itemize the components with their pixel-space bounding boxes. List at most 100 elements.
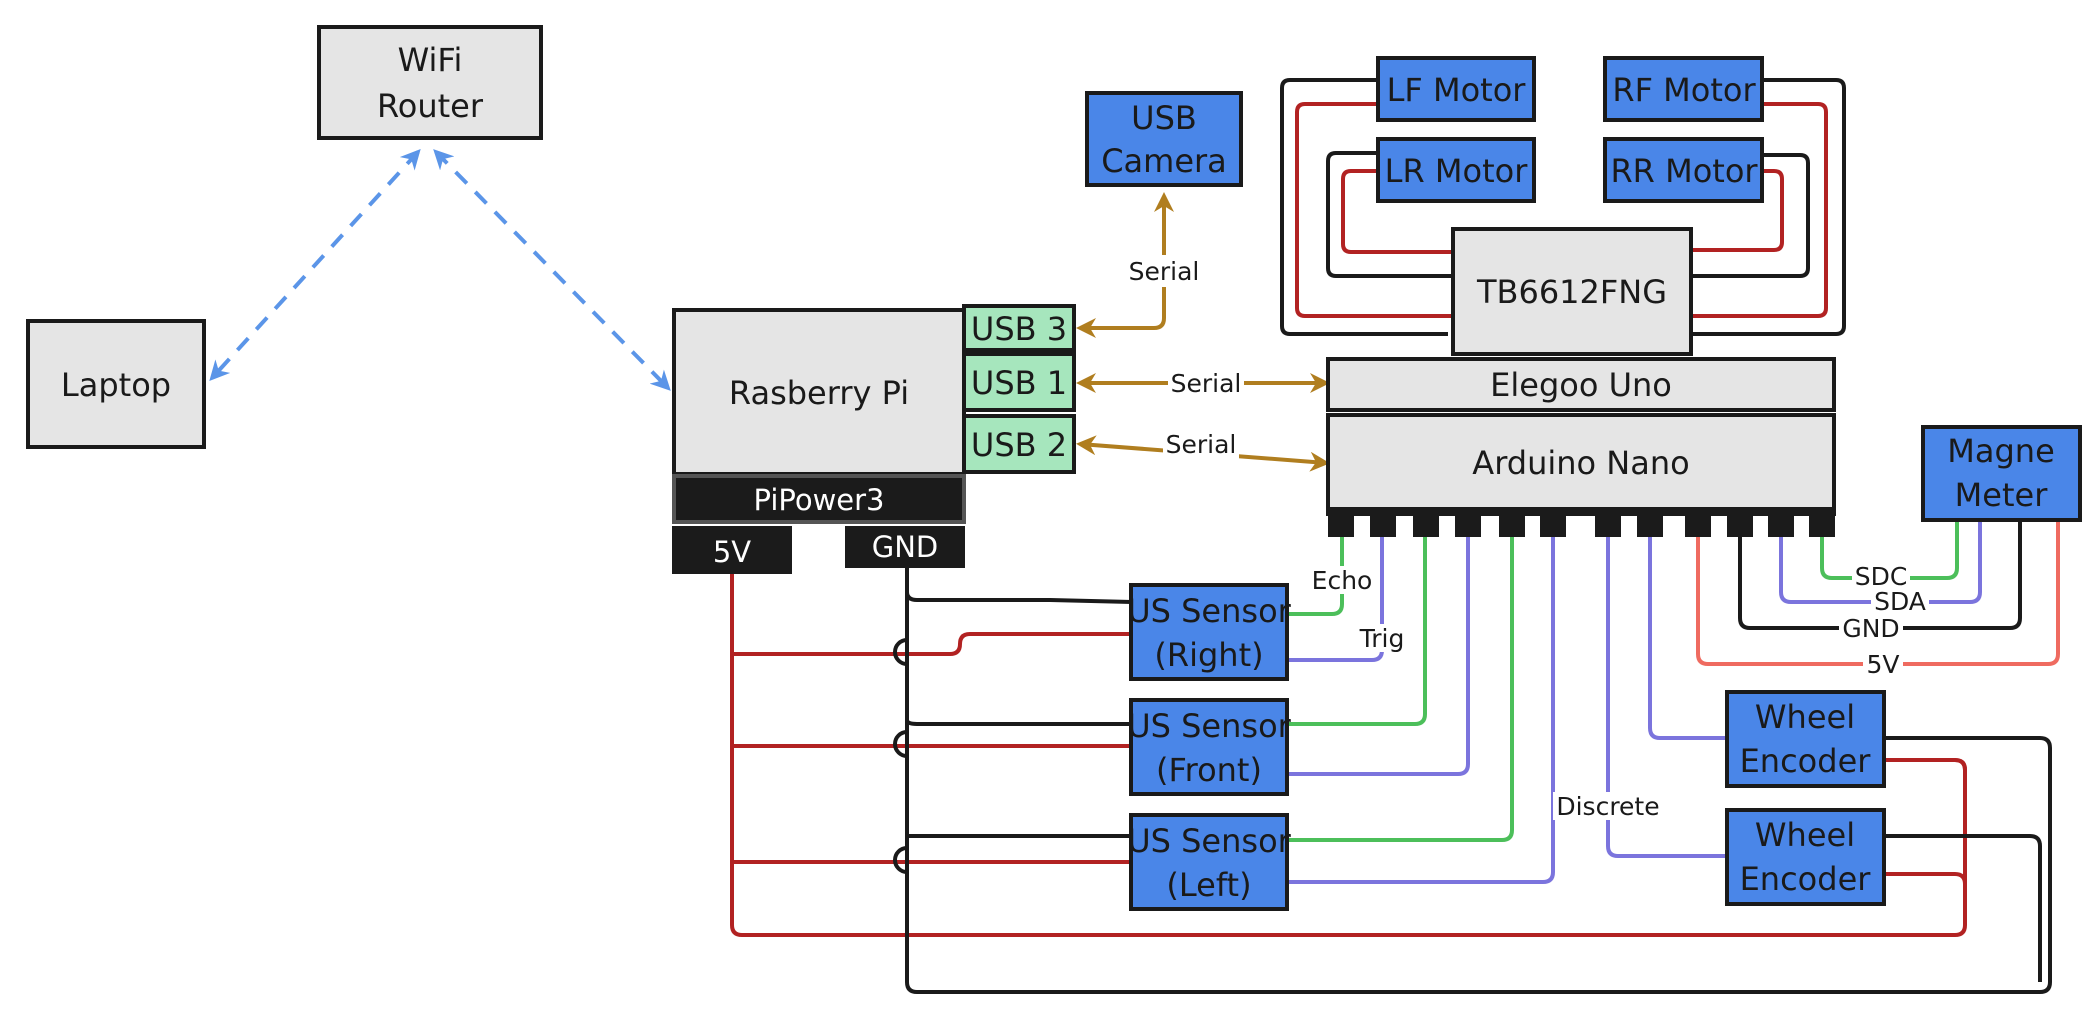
echo-left [1288, 535, 1514, 842]
us-right-label-line1: US Sensor [1127, 592, 1291, 630]
trig-left [1288, 535, 1555, 884]
usb2-port [962, 414, 1076, 474]
echo-label: Echo [1312, 566, 1373, 595]
5v-encoder-top [1880, 758, 1967, 925]
laptop-label: Laptop [61, 366, 171, 404]
edge-labels: Serial Serial Serial Echo Trig Discrete … [1126, 255, 1929, 821]
usb-camera-label-line2: Camera [1101, 142, 1227, 180]
elegoo-uno-label: Elegoo Uno [1490, 366, 1672, 404]
gnd-encoder-bottom [1880, 834, 2042, 982]
5v-encoder-bottom [1880, 872, 1967, 885]
rr-motor-red-wire [1692, 169, 1784, 252]
elegoo-uno-node: Elegoo Uno [1326, 357, 1836, 412]
rf-motor-black-wire [1692, 78, 1846, 336]
us-right-label-line2: (Right) [1154, 636, 1263, 674]
rf-motor-label: RF Motor [1612, 71, 1756, 109]
discrete-label: Discrete [1556, 792, 1659, 821]
sda-label: SDA [1874, 587, 1926, 616]
lf-motor-black-wire [1280, 78, 1448, 336]
gnd-label: GND [1842, 614, 1899, 643]
usb2-label: USB 2 [971, 426, 1067, 464]
5v-label: 5V [1866, 650, 1899, 679]
serial-links [1076, 192, 1330, 472]
wheel-encoder-2-box [1725, 808, 1886, 906]
us-left-box [1129, 813, 1289, 911]
us-front-label-line2: (Front) [1156, 751, 1262, 789]
5v-us-right [732, 632, 1132, 656]
pin-5v-label: 5V [713, 535, 751, 569]
wifi-links [209, 149, 671, 391]
arduino-nano-node: Arduino Nano [1326, 413, 1836, 537]
us-left-label-line2: (Left) [1166, 866, 1251, 904]
gnd-to-us-right [905, 591, 1133, 604]
wifi-router-node: WiFi Router [317, 25, 543, 140]
lf-motor-red-wire [1295, 102, 1455, 318]
pipower-label: PiPower3 [753, 483, 884, 517]
encoder-top-signal [1648, 535, 1726, 740]
rr-motor-box [1603, 137, 1764, 203]
usb1-port [962, 352, 1076, 412]
usb1-serial-label: Serial [1171, 369, 1242, 398]
pipower-node: PiPower3 5V GND [672, 474, 966, 574]
motor-driver-label: TB6612FNG [1476, 273, 1667, 311]
raspberry-pi-node: Rasberry Pi [672, 308, 966, 476]
echo-front [1288, 535, 1427, 726]
lf-motor-box [1376, 56, 1536, 122]
us-front-label-line1: US Sensor [1127, 707, 1291, 745]
rr-motor-black-wire [1692, 153, 1810, 278]
pin-gnd-label: GND [872, 530, 939, 564]
us-front-box [1129, 698, 1289, 796]
motor-driver-node: TB6612FNG [1451, 227, 1693, 356]
usb-camera-label-line1: USB [1131, 99, 1197, 137]
router-pi-link [433, 149, 671, 391]
arduino-nano-label: Arduino Nano [1472, 444, 1689, 482]
encoder-bottom-signal [1606, 535, 1726, 858]
wire-hops [893, 638, 908, 874]
trig-front [1288, 535, 1470, 776]
wheel-encoder-2-label-line2: Encoder [1740, 860, 1872, 898]
rr-motor-label: RR Motor [1610, 152, 1758, 190]
wifi-router-label-line2: Router [377, 87, 484, 125]
magnetometer-label-line1: Magne [1947, 432, 2055, 470]
wheel-encoder-1-label-line1: Wheel [1755, 698, 1855, 736]
gnd-us-front [905, 719, 1132, 726]
trig-label: Trig [1359, 624, 1405, 653]
magnetometer-label-line2: Meter [1955, 476, 2049, 514]
camera-serial-label: Serial [1129, 257, 1200, 286]
usb3-label: USB 3 [971, 310, 1067, 348]
lr-motor-box [1376, 137, 1536, 203]
echo-right [1288, 535, 1344, 616]
usb-ports: USB 3 USB 1 USB 2 [962, 304, 1076, 474]
us-left-label-line1: US Sensor [1127, 822, 1291, 860]
wheel-encoder-1-box [1725, 690, 1886, 788]
usb-camera-node: USB Camera [1085, 91, 1243, 187]
us-sensors: US Sensor (Right) US Sensor (Front) US S… [1127, 583, 1292, 911]
wheel-encoder-1-label-line2: Encoder [1740, 742, 1872, 780]
pin-5v [672, 526, 792, 574]
wifi-router-label-line1: WiFi [398, 41, 463, 79]
laptop-node: Laptop [26, 319, 206, 449]
rf-motor-red-wire [1692, 102, 1828, 318]
wheel-encoder-2-label-line1: Wheel [1755, 816, 1855, 854]
lr-motor-black-wire [1326, 151, 1455, 278]
power-wires [730, 572, 1967, 937]
gnd-main-bus [905, 566, 2052, 994]
ground-wires [905, 566, 2052, 994]
usb3-port [962, 304, 1076, 352]
magnetometer-node: Magne Meter [1921, 425, 2082, 522]
nano-pin-header [1326, 508, 1836, 537]
lr-motor-red-wire [1341, 169, 1455, 254]
wheel-encoders: Wheel Encoder Wheel Encoder [1725, 690, 1886, 906]
motor-wires [1280, 78, 1846, 336]
camera-usb3-link [1076, 192, 1174, 338]
motors: LF Motor RF Motor LR Motor RR Motor [1376, 56, 1764, 203]
us-right-box [1129, 583, 1289, 681]
lf-motor-label: LF Motor [1387, 71, 1527, 109]
sdc-label: SDC [1855, 562, 1908, 591]
lr-motor-label: LR Motor [1385, 152, 1529, 190]
pin-gnd [845, 526, 965, 568]
rf-motor-box [1603, 56, 1764, 122]
usb2-serial-label: Serial [1166, 430, 1237, 459]
